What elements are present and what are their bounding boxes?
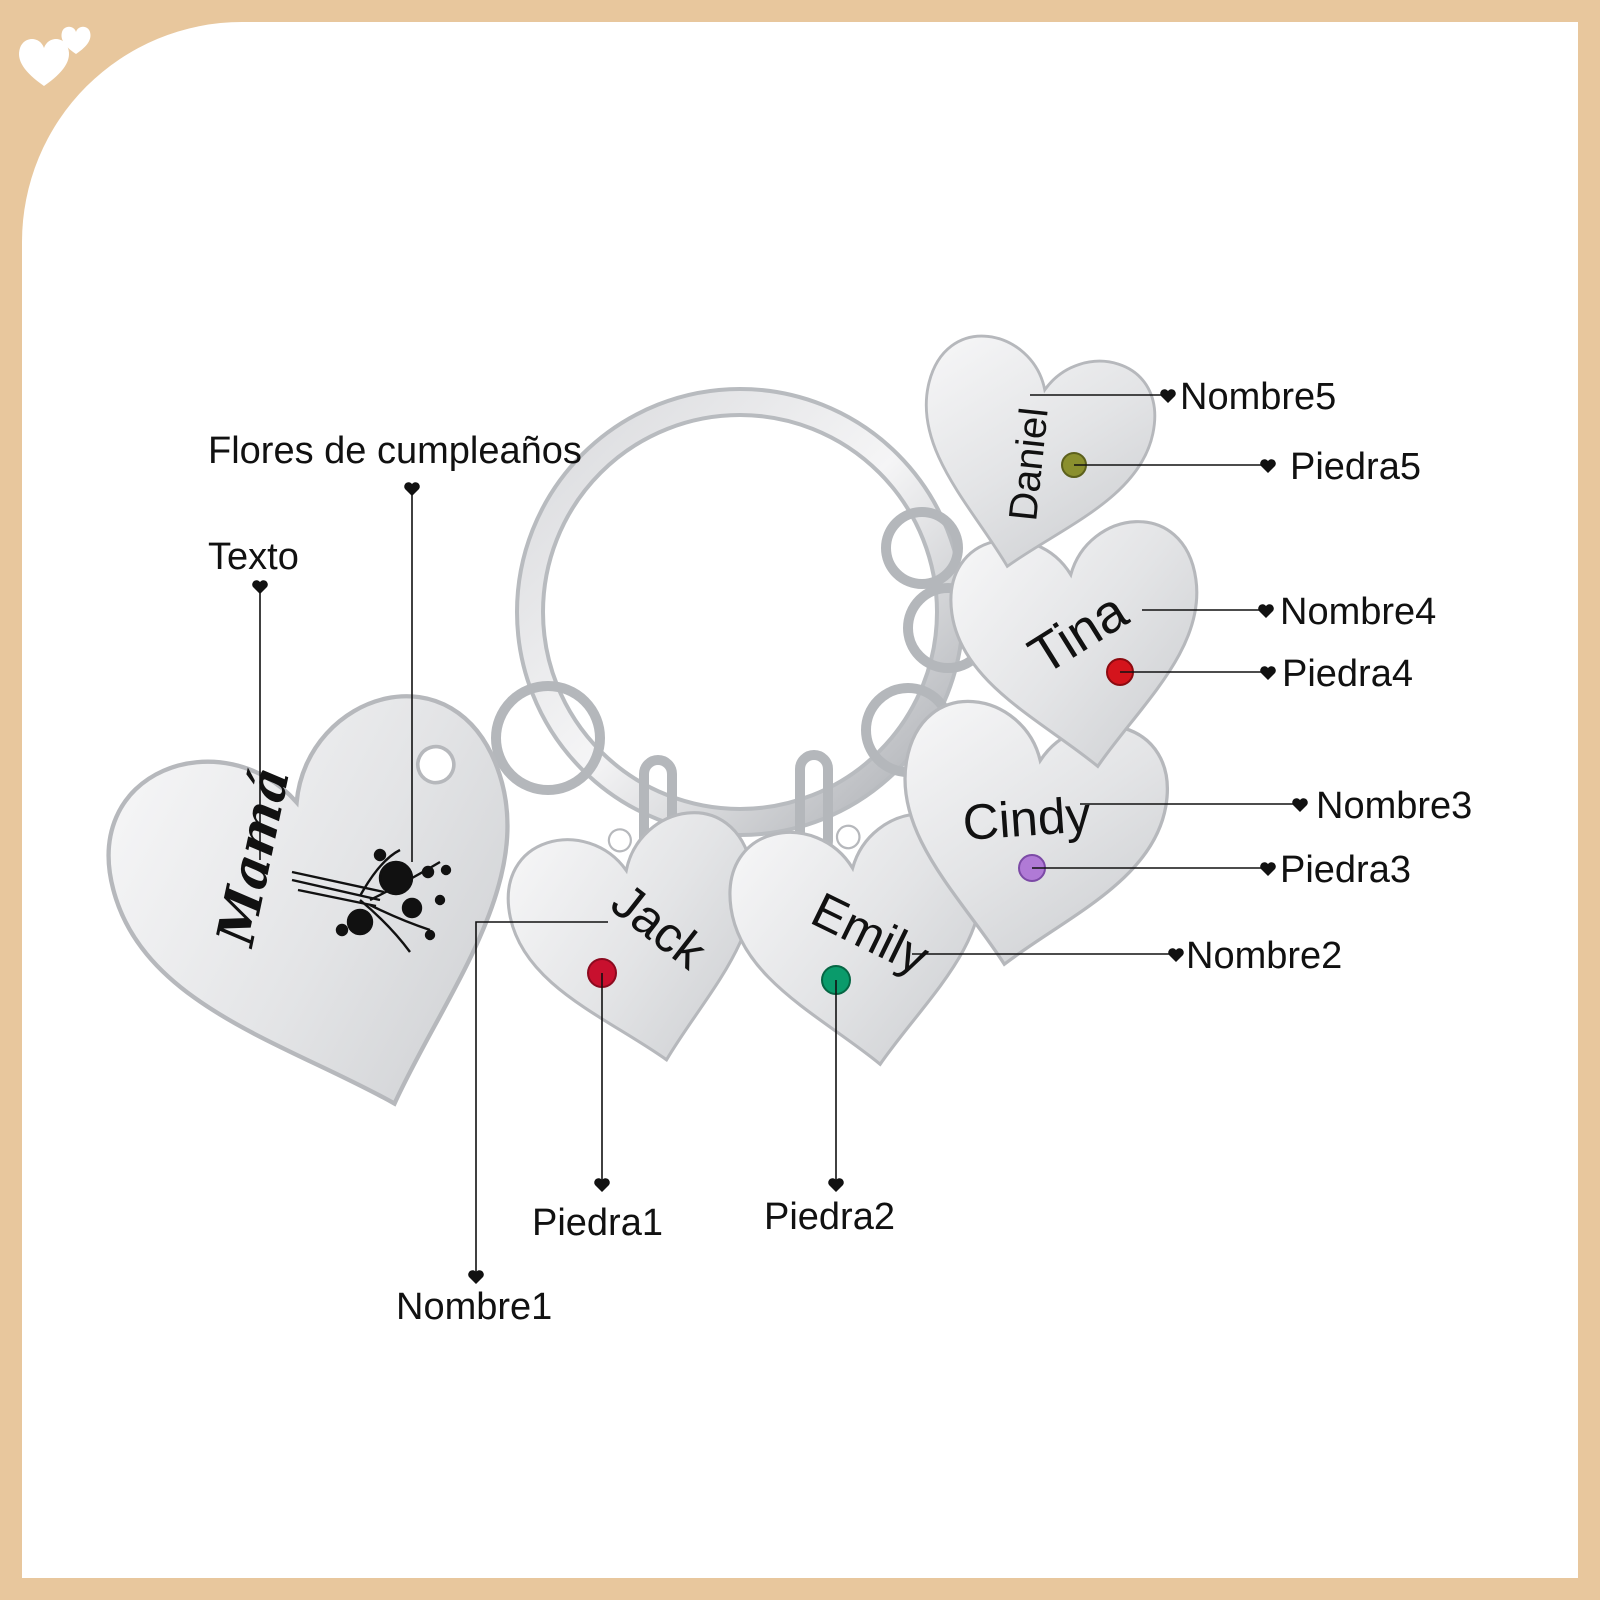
heart-marker-icon [468,1270,484,1284]
label-stone3: Piedra3 [1280,849,1411,891]
label-stone5: Piedra5 [1290,446,1421,488]
heart-marker-icon [1260,862,1276,876]
label-birth-flowers: Flores de cumpleaños [208,430,582,472]
double-heart-icon [19,26,91,86]
engraving-name-3: Cindy [961,786,1092,851]
heart-marker-icon [252,580,268,594]
label-name3: Nombre3 [1316,785,1473,827]
heart-marker-icon [404,482,420,496]
key-ring [515,387,965,837]
label-stone2: Piedra2 [764,1196,895,1238]
heart-marker-icon [594,1178,610,1192]
flower-bouquet-icon [291,848,452,953]
emily-heart-pendant [720,804,1007,1084]
heart-marker-icon [1292,798,1308,812]
label-name4: Nombre4 [1280,591,1437,633]
label-text: Texto [208,536,299,578]
leader-lines [259,394,1296,1272]
heart-marker-icon [1260,666,1276,680]
jack-heart-pendant [495,800,789,1087]
heart-marker-icon [1168,948,1184,962]
heart-marker-icons [252,389,1308,1284]
label-name5: Nombre5 [1180,376,1337,418]
heart-marker-icon [1160,389,1176,403]
label-stone1: Piedra1 [532,1202,663,1244]
heart-marker-icon [1260,459,1276,473]
label-name2: Nombre2 [1186,935,1343,977]
heart-marker-icon [1258,604,1274,618]
main-heart-pendant [83,672,586,1166]
label-name1: Nombre1 [396,1286,553,1328]
heart-marker-icon [828,1178,844,1192]
label-stone4: Piedra4 [1282,653,1413,695]
